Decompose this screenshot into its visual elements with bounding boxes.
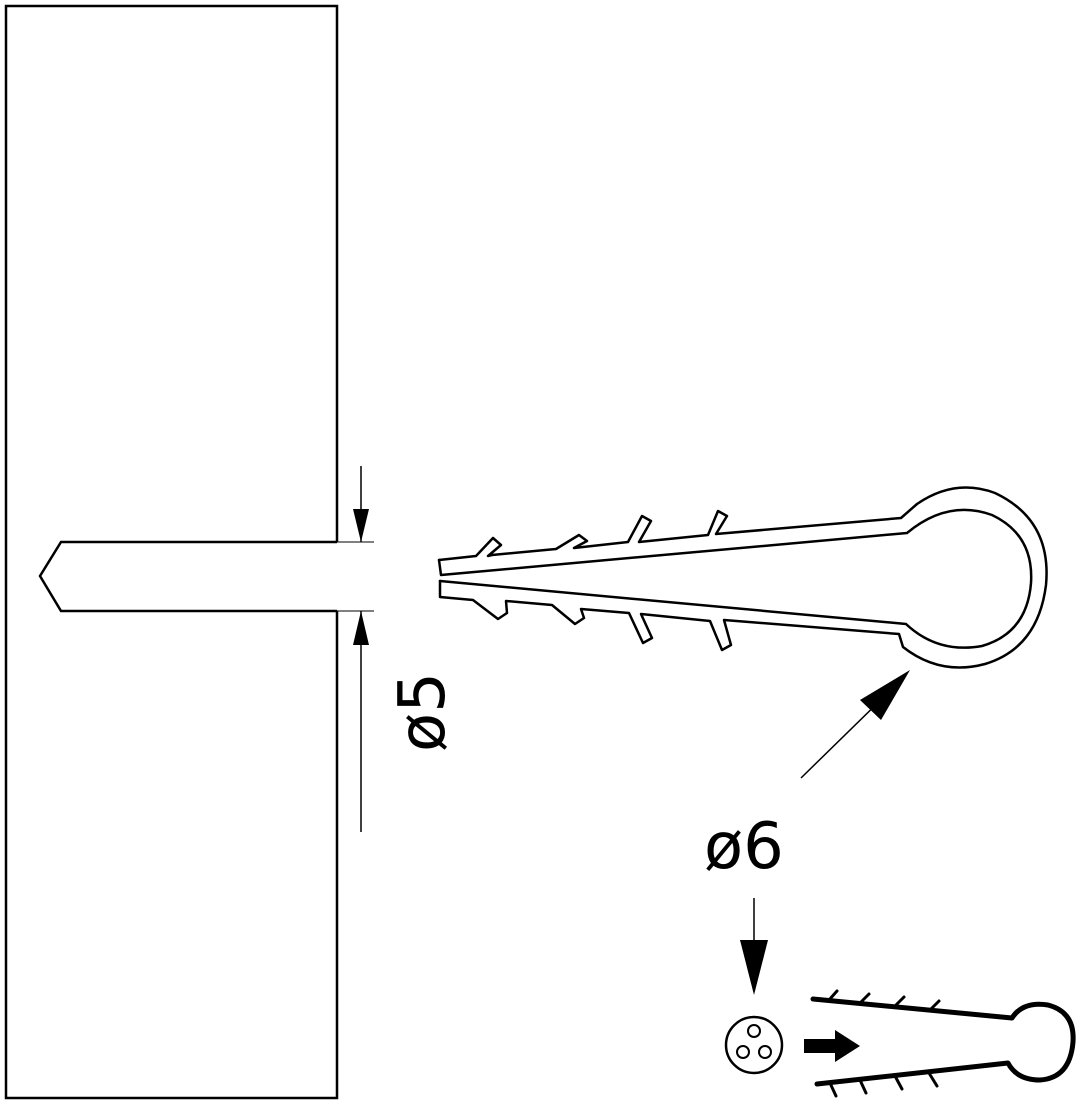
arrow-right-icon (804, 1030, 860, 1062)
cable-clip (437, 486, 1048, 669)
hole-dimension: ø5 (337, 466, 460, 832)
dimension-arrow-up (353, 611, 369, 645)
small-cable-clip (810, 989, 1076, 1098)
small-clip-barbs (827, 989, 941, 1098)
cross-section-arrow (740, 898, 768, 995)
dimension-arrow-down (353, 509, 369, 542)
cable-cross-section-icon (724, 1015, 784, 1075)
hole-diameter-label: ø5 (386, 672, 460, 752)
clip-upper-arm (437, 486, 1048, 669)
wall (4, 4, 339, 1100)
cable-diameter-leader: ø6 (704, 670, 910, 884)
clip-inner-slot (437, 508, 1033, 649)
cross-section-arrow-head (740, 940, 768, 995)
leader-arrow-head (860, 670, 910, 720)
drilled-hole (38, 540, 337, 613)
cable-diameter-label: ø6 (704, 810, 784, 884)
small-clip-body (810, 996, 1076, 1087)
